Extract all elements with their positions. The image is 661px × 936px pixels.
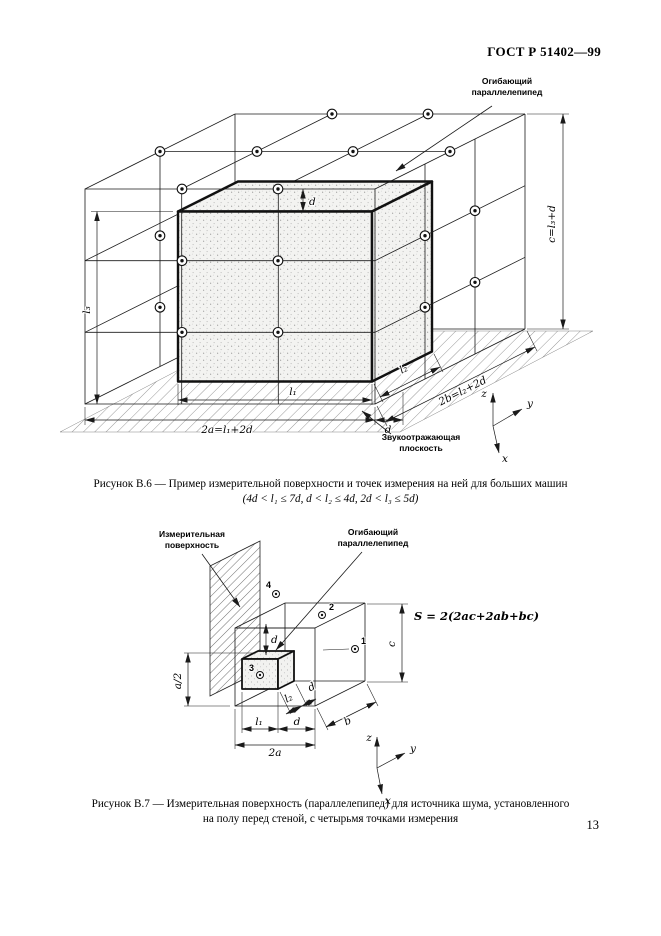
figure-b6-caption: Рисунок В.6 — Пример измерительной повер… (0, 477, 661, 506)
axis-z-label: z (365, 732, 372, 744)
point-4-label: 4 (266, 580, 271, 590)
axis-y-label: y (409, 743, 417, 755)
dim-l2-label: l₂ (283, 691, 295, 705)
measurement-points: 1 2 3 4 (248, 579, 367, 679)
dim-l1-label: l₁ (255, 716, 263, 728)
page-number: 13 (586, 818, 600, 832)
reflecting-callout-line2: плоскость (399, 443, 443, 453)
figure-b6-caption-line2: (4d < l₁ ≤ 7d, d < l₂ ≤ 4d, 2d < l₃ ≤ 5d… (242, 492, 419, 505)
dim-d-top-label: d (309, 196, 316, 208)
dim-a-half-label: a/2 (172, 672, 184, 689)
axis-y-label: y (526, 398, 534, 410)
dim-b-label: b (342, 714, 354, 728)
dim-2a-label: 2a=l₁+2d (200, 424, 253, 436)
dim-d-top-label: d (271, 634, 278, 646)
dim-l3-label: l₃ (81, 306, 93, 314)
surface-callout-line1: Измерительная (159, 529, 225, 539)
envelope-callout-line2: параллелепипед (338, 538, 409, 548)
figure-b7-caption-line1: Рисунок В.7 — Измерительная поверхность … (91, 798, 570, 810)
dimension-lines (84, 113, 566, 423)
dim-c-label: c (386, 641, 398, 647)
coordinate-axes: z y x (365, 732, 417, 807)
envelope-leader (275, 551, 363, 651)
measurement-parallelepiped (234, 602, 366, 707)
dim-l1-label: l₁ (289, 386, 297, 398)
envelope-leader (395, 105, 493, 172)
point-3-label: 3 (249, 663, 254, 673)
axis-x-label: x (385, 795, 391, 807)
dim-d-depth-label: d (306, 680, 318, 694)
coordinate-axes: z y x (480, 388, 534, 465)
dimension-lines (185, 603, 405, 748)
figure-b7-diagram: 1 2 3 4 S = 2(2ac+2ab+bc) (158, 526, 539, 807)
envelope-callout-line1: Огибающий (482, 76, 532, 86)
figure-b6-diagram: l₃ c=l₃+d l₁ 2a=l₁+2d d d l₂ 2b=l₂+2d Ог… (59, 75, 594, 465)
point-1-label: 1 (361, 636, 366, 646)
axis-z-label: z (480, 388, 487, 400)
surface-leader (201, 553, 241, 608)
envelope-callout-line1: Огибающий (348, 527, 398, 537)
envelope-callout-line2: параллелепипед (472, 87, 543, 97)
surface-area-formula: S = 2(2ac+2ab+bc) (414, 609, 539, 623)
figure-b6-caption-line1: Рисунок В.6 — Пример измерительной повер… (93, 478, 568, 490)
reflecting-plane-leader (361, 410, 392, 435)
surface-callout-line2: поверхность (165, 540, 219, 550)
dim-c-label: c=l₃+d (546, 205, 558, 243)
figure-b7-caption: Рисунок В.7 — Измерительная поверхность … (0, 797, 661, 826)
dim-2a-label: 2a (268, 747, 282, 759)
axis-x-label: x (502, 453, 508, 465)
standard-number: ГОСТ Р 51402—99 (487, 44, 601, 59)
point-2-label: 2 (329, 602, 334, 612)
figure-b7-caption-line2: на полу перед стеной, с четырьмя точками… (202, 812, 459, 825)
dim-d-bottom-label: d (385, 424, 392, 436)
envelope-parallelepiped (176, 180, 434, 383)
dim-d-bottom-label: d (294, 716, 301, 728)
reflecting-callout-line1: Звукоотражающая (382, 432, 461, 442)
